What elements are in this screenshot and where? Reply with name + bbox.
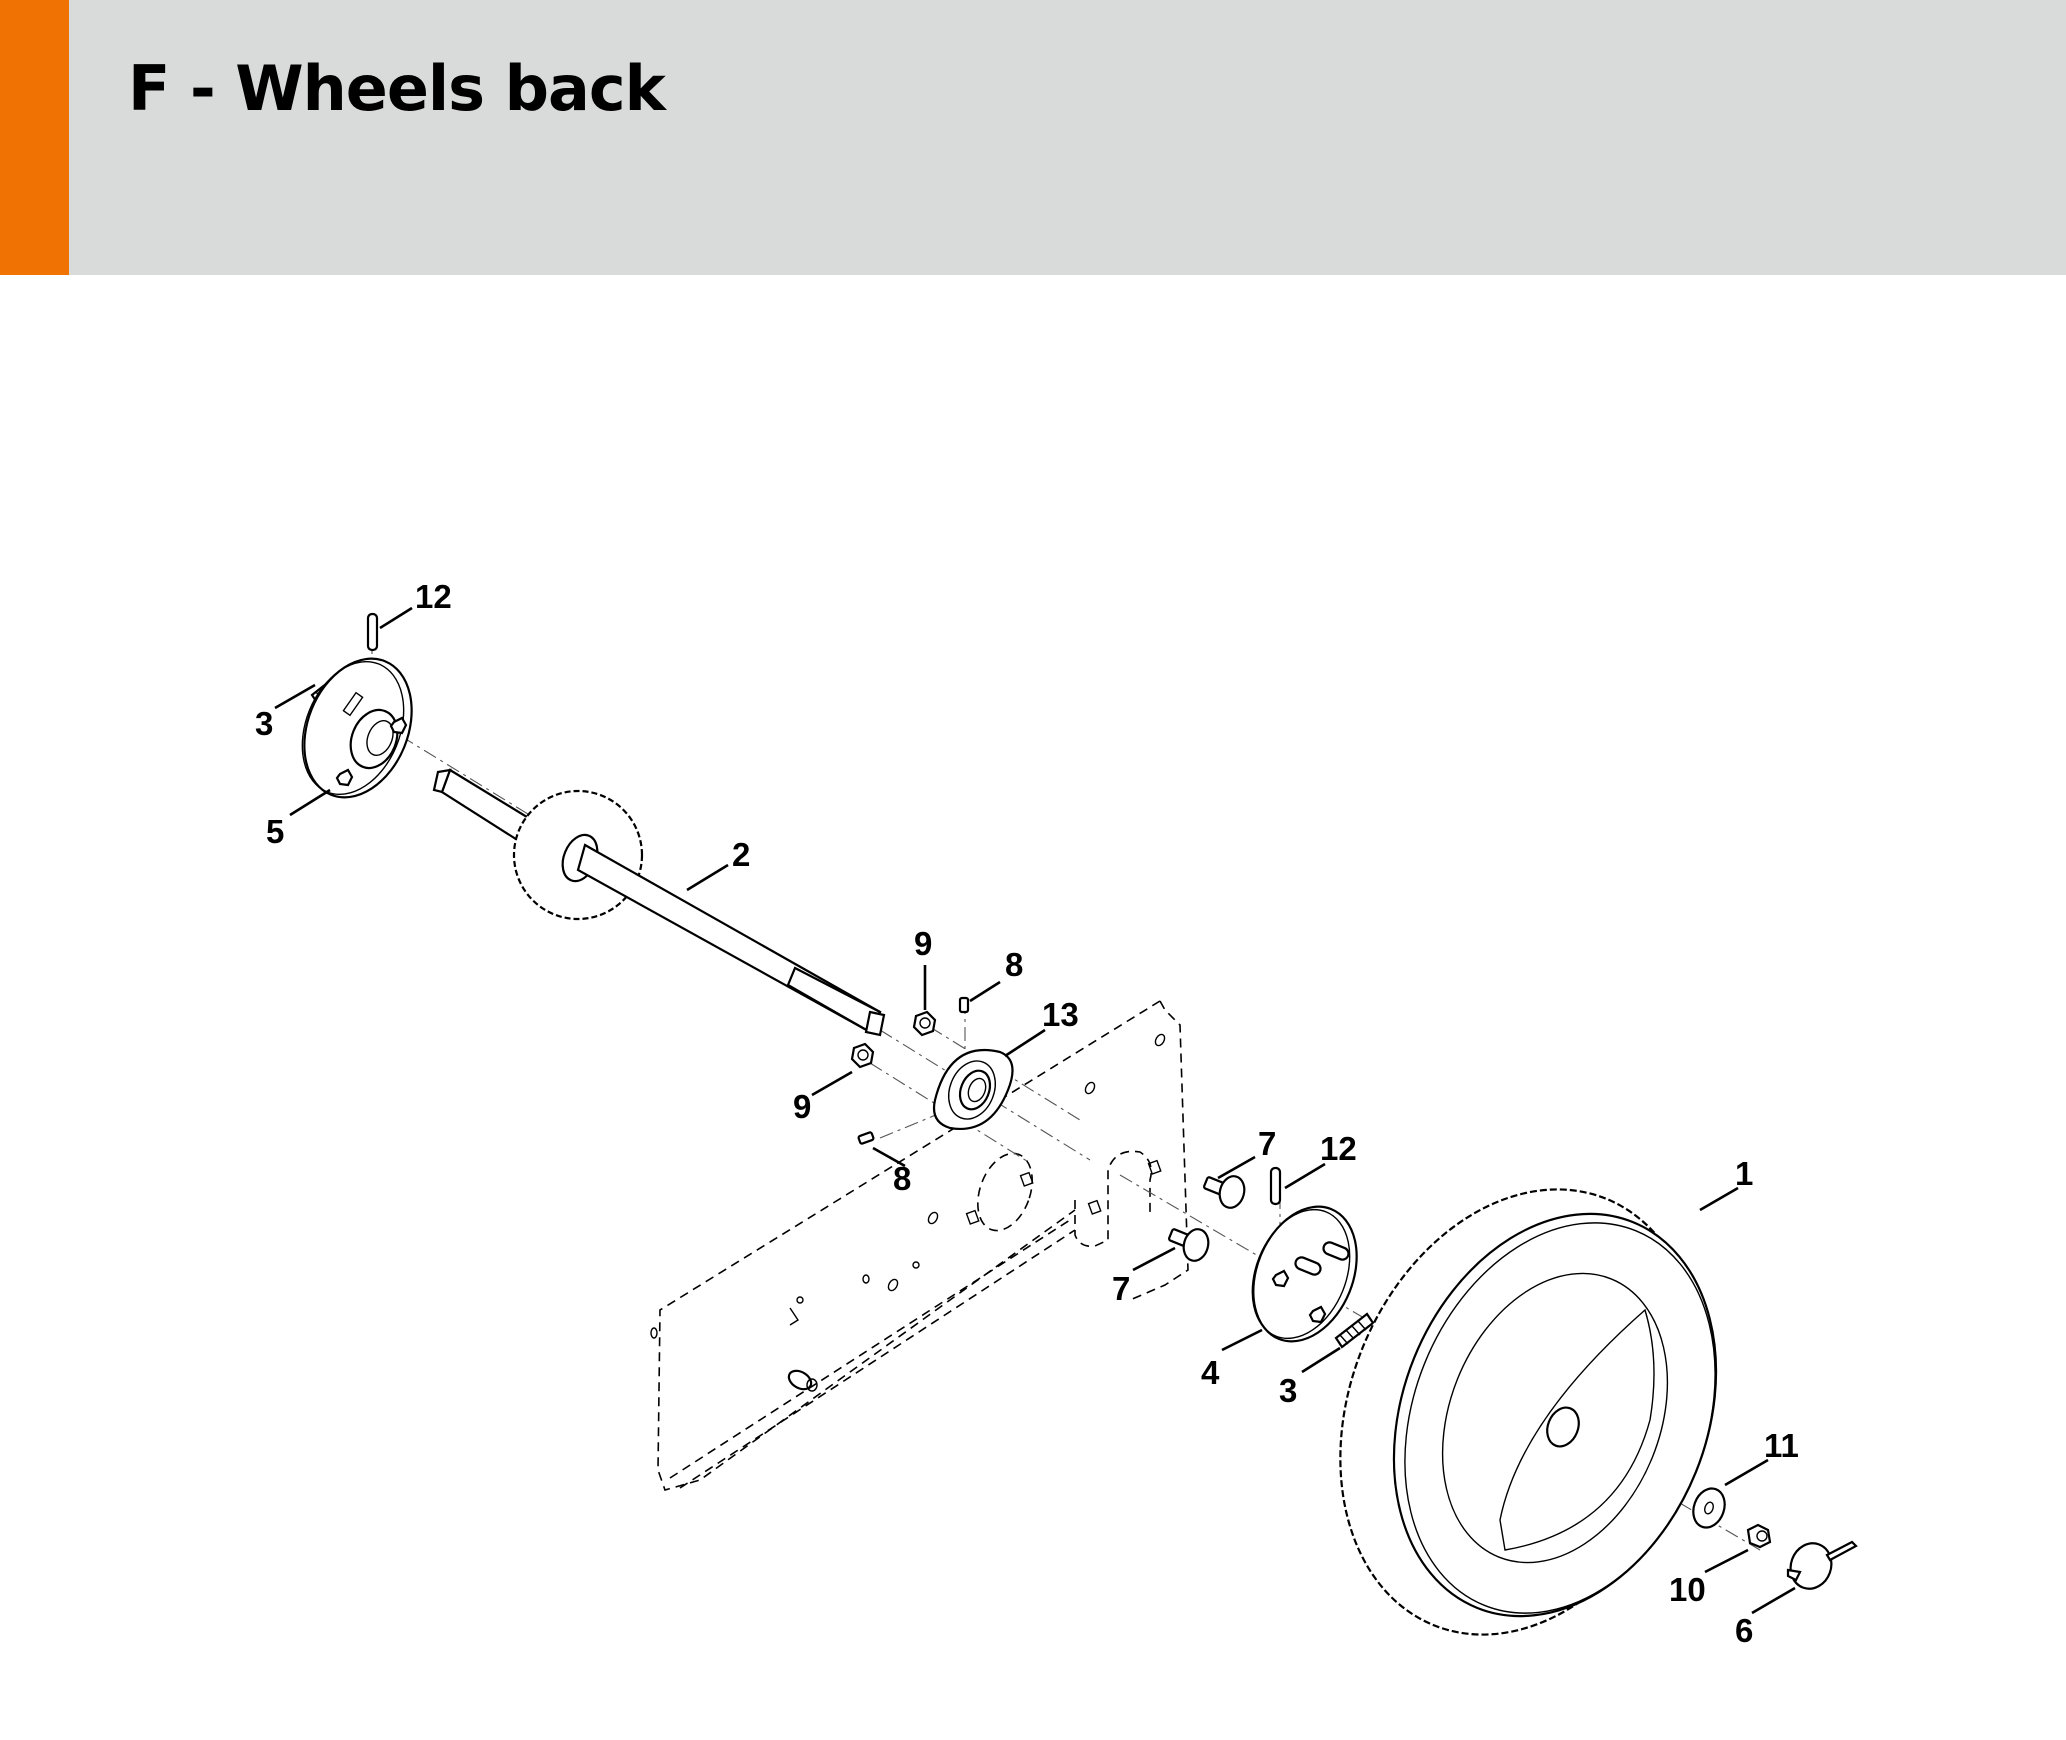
part-8-stud-upper[interactable]: [958, 996, 970, 1014]
part-12-pin-upper[interactable]: [366, 612, 379, 652]
part-8-stud-lower[interactable]: [857, 1131, 875, 1145]
callout-8-upper[interactable]: 8: [1005, 946, 1023, 983]
callout-12-upper[interactable]: 12: [415, 578, 452, 615]
callout-2[interactable]: 2: [732, 836, 750, 873]
part-9-nut-lower[interactable]: [850, 1042, 875, 1069]
callout-13[interactable]: 13: [1042, 996, 1079, 1033]
part-6-hub-cap[interactable]: [1784, 1538, 1858, 1595]
callout-labels: 12 3 5 2 9 8 13 9 8 7 12 1 7 4 3 11 10 6: [255, 578, 1799, 1649]
callout-1[interactable]: 1: [1735, 1155, 1753, 1192]
part-7-bolt-lower[interactable]: [1167, 1226, 1211, 1263]
callout-12-lower[interactable]: 12: [1320, 1130, 1357, 1167]
callout-9-upper[interactable]: 9: [914, 925, 932, 962]
callout-10[interactable]: 10: [1669, 1571, 1706, 1608]
callout-8-lower[interactable]: 8: [893, 1160, 911, 1197]
part-2-axle[interactable]: [432, 768, 886, 1037]
part-12-pin-lower[interactable]: [1269, 1166, 1282, 1206]
callout-3-lower[interactable]: 3: [1279, 1372, 1297, 1409]
callout-6[interactable]: 6: [1735, 1612, 1753, 1649]
part-5-hub-disc-left[interactable]: [284, 643, 432, 814]
part-13-bearing-flange[interactable]: [932, 1048, 1014, 1130]
part-11-washer[interactable]: [1688, 1484, 1730, 1532]
part-10-nut[interactable]: [1746, 1523, 1772, 1549]
page-header: F - Wheels back: [0, 0, 2066, 275]
callout-4[interactable]: 4: [1201, 1354, 1220, 1391]
part-3-spring-lower[interactable]: [1334, 1312, 1375, 1349]
callout-7-lower[interactable]: 7: [1112, 1270, 1130, 1307]
callout-11[interactable]: 11: [1764, 1427, 1799, 1464]
callout-7-upper[interactable]: 7: [1258, 1125, 1276, 1162]
accent-bar: [0, 0, 69, 275]
callout-9-lower[interactable]: 9: [793, 1088, 811, 1125]
part-9-nut-upper[interactable]: [912, 1010, 937, 1037]
frame-phantom: [650, 1000, 1189, 1491]
part-7-bolt-upper[interactable]: [1202, 1173, 1247, 1210]
leader-lines: [274, 606, 1796, 1615]
callout-3-upper[interactable]: 3: [255, 705, 273, 742]
part-1-wheel[interactable]: [1276, 1135, 1774, 1689]
page-title: F - Wheels back: [128, 52, 666, 125]
callout-5[interactable]: 5: [266, 813, 284, 850]
part-4-hub-disc-right[interactable]: [1234, 1191, 1376, 1357]
